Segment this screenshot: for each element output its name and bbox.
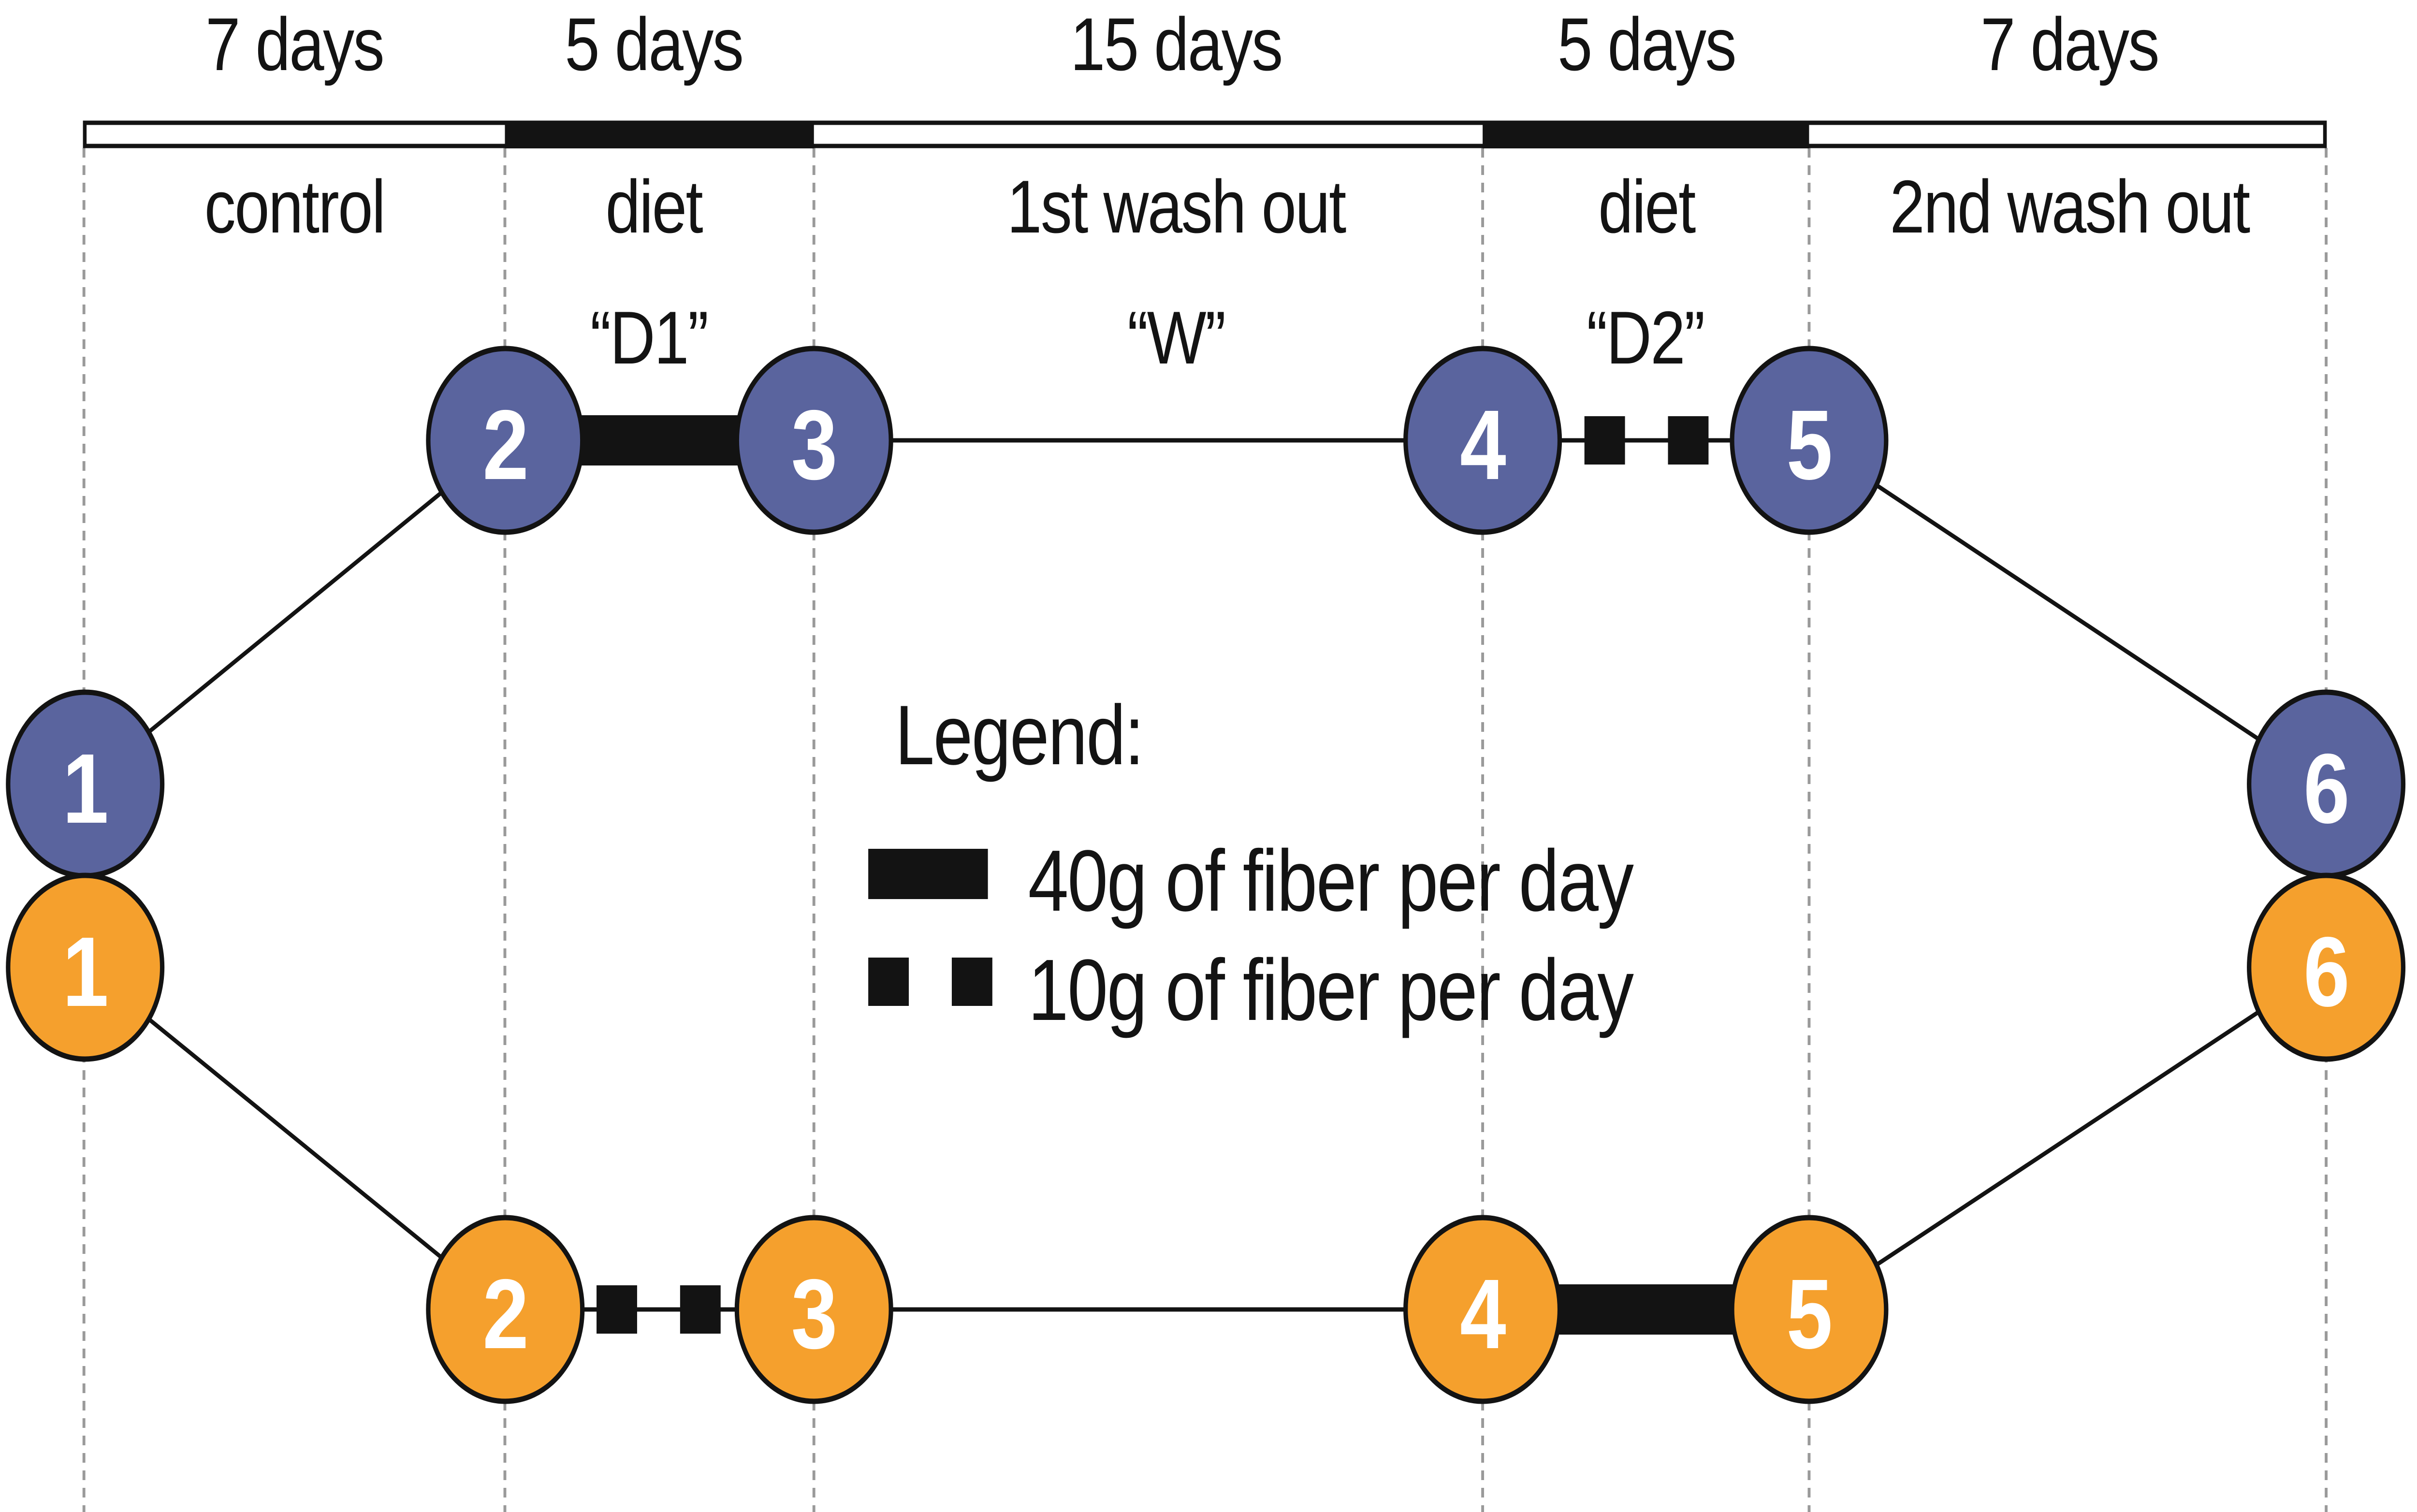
node-circle-orange-6 <box>2247 872 2406 1062</box>
timeline-bar-group <box>83 120 2327 148</box>
code-label-w: “W” <box>1127 296 1225 379</box>
connector-blue-5-6 <box>1808 438 2327 786</box>
node-circle-orange-1 <box>6 872 165 1062</box>
connector-orange-5-6 <box>1808 965 2327 1311</box>
duration-label-1: 7 days <box>205 2 383 86</box>
timeline-bar <box>83 120 2327 148</box>
orange-arm-numbers: 1 2 3 4 5 6 <box>62 917 2350 1370</box>
code-label-d1: “D1” <box>590 296 708 379</box>
duration-label-4: 5 days <box>1558 2 1735 86</box>
legend-label-40g: 40g of fiber per day <box>1028 833 1634 930</box>
duration-label-2: 5 days <box>565 2 743 86</box>
fiber-10g-square-blue-2 <box>1668 416 1709 465</box>
connector-blue-1-2 <box>84 438 507 786</box>
node-number-blue-5: 5 <box>1786 390 1832 501</box>
node-circle-blue-5 <box>1730 346 1889 535</box>
phase-label-washout-1: 1st wash out <box>1007 165 1346 248</box>
node-circle-orange-4 <box>1403 1215 1562 1404</box>
duration-labels: 7 days 5 days 15 days 5 days 7 days <box>205 2 2159 86</box>
duration-label-3: 15 days <box>1070 2 1282 86</box>
legend-swatch-10g-square-1 <box>868 958 909 1006</box>
node-number-orange-5: 5 <box>1786 1259 1832 1370</box>
node-number-orange-6: 6 <box>2303 917 2349 1028</box>
legend-label-10g: 10g of fiber per day <box>1028 942 1634 1039</box>
orange-arm-nodes <box>6 872 2406 1404</box>
diet-period-segment-2 <box>1483 121 1809 148</box>
node-circle-orange-5 <box>1730 1215 1889 1404</box>
node-circle-orange-2 <box>426 1215 585 1404</box>
node-number-blue-1: 1 <box>62 734 108 844</box>
code-label-d2: “D2” <box>1587 296 1704 379</box>
node-number-blue-6: 6 <box>2303 734 2349 844</box>
phase-labels: control diet 1st wash out diet 2nd wash … <box>204 165 2251 248</box>
node-number-orange-1: 1 <box>62 917 108 1028</box>
node-number-orange-3: 3 <box>791 1259 837 1370</box>
node-number-blue-2: 2 <box>482 390 528 501</box>
phase-label-diet-2: diet <box>1598 165 1695 248</box>
node-number-orange-4: 4 <box>1460 1259 1506 1370</box>
node-number-orange-2: 2 <box>482 1259 528 1370</box>
fiber-10g-squares <box>597 416 1709 1334</box>
fiber-10g-square-orange-1 <box>597 1285 637 1334</box>
phase-label-diet-1: diet <box>606 165 703 248</box>
fiber-10g-square-blue-1 <box>1584 416 1625 465</box>
legend-swatch-10g-square-2 <box>951 958 992 1006</box>
phase-label-washout-2: 2nd wash out <box>1890 165 2250 248</box>
node-circle-blue-2 <box>426 346 585 535</box>
node-circle-blue-3 <box>734 346 893 535</box>
diet-period-segment-1 <box>505 121 814 148</box>
node-number-blue-4: 4 <box>1460 390 1506 501</box>
legend-title: Legend: <box>895 688 1143 783</box>
duration-label-5: 7 days <box>1980 2 2158 86</box>
legend: Legend: 40g of fiber per day 10g of fibe… <box>868 688 1635 1039</box>
blue-arm-numbers: 1 2 3 4 5 6 <box>62 390 2350 844</box>
phase-label-control: control <box>204 165 385 248</box>
fiber-10g-square-orange-2 <box>680 1285 721 1334</box>
legend-swatch-40g-bar <box>868 849 988 899</box>
connector-orange-1-2 <box>84 965 507 1311</box>
node-circle-orange-3 <box>734 1215 893 1404</box>
period-codes: “D1” “W” “D2” <box>590 296 1705 379</box>
node-circle-blue-4 <box>1403 346 1562 535</box>
node-number-blue-3: 3 <box>791 390 837 501</box>
blue-arm-nodes <box>6 346 2406 879</box>
